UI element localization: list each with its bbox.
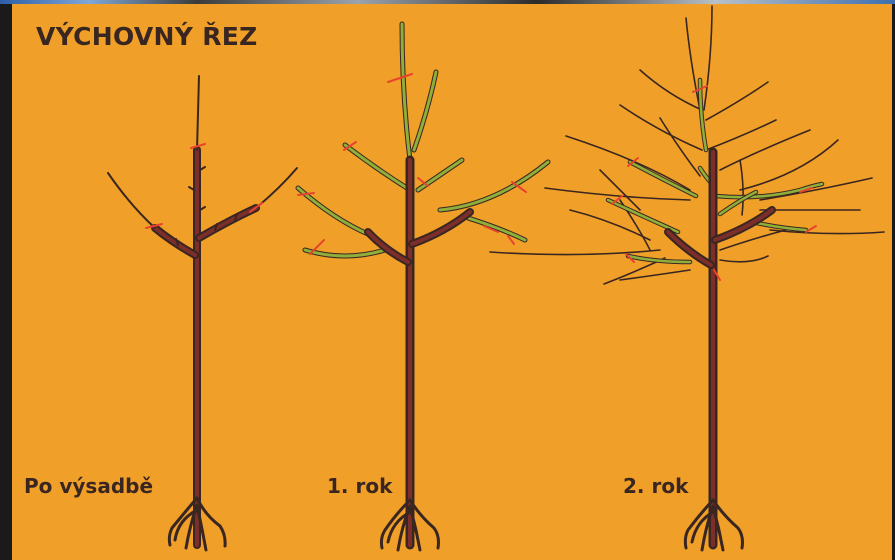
tree-first-year-icon: [298, 24, 548, 550]
stage-label-after-planting: Po výsadbě: [24, 474, 153, 498]
tree-second-year-icon: [490, 6, 884, 550]
stage-label-year-2: 2. rok: [623, 474, 688, 498]
stage-label-year-1: 1. rok: [327, 474, 392, 498]
